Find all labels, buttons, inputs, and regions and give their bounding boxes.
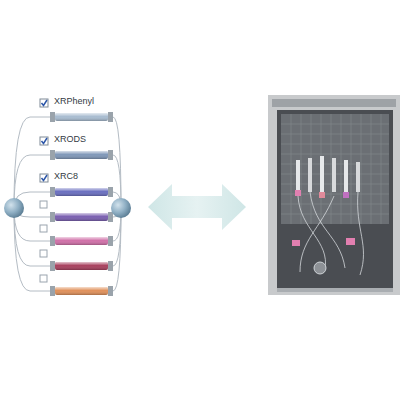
tube-shape	[50, 187, 113, 197]
valve-ball	[4, 198, 24, 218]
tube-shine	[55, 188, 108, 196]
column-tube: XRC8	[50, 187, 113, 197]
column-tube: XRODS	[50, 150, 113, 160]
column-tubes	[50, 212, 113, 296]
valve-ball	[111, 198, 131, 218]
tube-body	[55, 151, 108, 159]
flow-lines	[14, 117, 121, 291]
tube-shine	[55, 151, 108, 159]
end-fitting	[108, 112, 113, 122]
column-tube: XRPhenyl	[50, 112, 113, 122]
tube-shine	[55, 113, 108, 121]
tube-shape	[50, 150, 113, 160]
end-fitting	[108, 150, 113, 160]
end-fitting	[108, 187, 113, 197]
end-fitting	[50, 150, 55, 160]
checkboxes	[40, 99, 48, 282]
tube-body	[55, 188, 108, 196]
end-fitting	[50, 187, 55, 197]
tube-body	[55, 113, 108, 121]
end-fitting	[50, 112, 55, 122]
column-label: XRC8	[54, 171, 78, 182]
column-label: XRPhenyl	[54, 96, 94, 107]
column-label: XRODS	[54, 134, 86, 145]
instrument-photo	[268, 95, 400, 295]
double-arrow	[148, 184, 246, 230]
tube-shape	[50, 112, 113, 122]
